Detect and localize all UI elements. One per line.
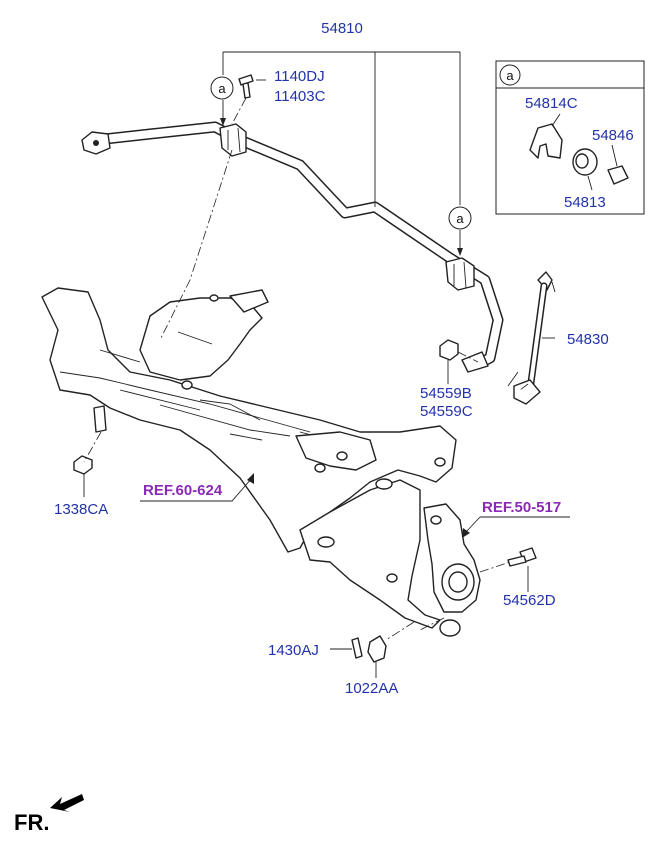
label-ref-60-624: REF.60-624	[143, 482, 223, 499]
label-54559B: 54559B	[420, 385, 472, 402]
label-54813: 54813	[564, 194, 606, 211]
svg-text:a: a	[456, 211, 464, 226]
leader-54810	[222, 51, 461, 207]
steering-knuckle	[423, 503, 481, 637]
label-54559C: 54559C	[420, 403, 473, 420]
label-54846: 54846	[592, 127, 634, 144]
callout-a-left: a	[210, 76, 234, 100]
bolt-icon	[507, 547, 537, 567]
front-label: FR.	[14, 810, 49, 835]
stabilizer-link	[507, 271, 556, 405]
svg-text:a: a	[218, 81, 226, 96]
label-54830: 54830	[567, 331, 609, 348]
castle-nut-icon	[367, 635, 387, 663]
svg-text:a: a	[506, 68, 514, 83]
stabilizer-bar	[81, 121, 504, 373]
cotter-pin-icon	[351, 637, 363, 659]
nut-icon	[73, 455, 93, 475]
subframe	[41, 287, 457, 553]
label-1022AA: 1022AA	[345, 680, 398, 697]
label-ref-50-517: REF.50-517	[482, 499, 561, 516]
label-54562D: 54562D	[503, 592, 556, 609]
nut-icon	[439, 339, 479, 363]
label-54814C: 54814C	[525, 95, 578, 112]
callout-a-right: a	[448, 206, 472, 230]
leader-ref-60-624	[140, 477, 253, 502]
label-11403C: 11403C	[274, 88, 326, 105]
bar-bushing-right	[445, 257, 475, 291]
label-54810: 54810	[321, 20, 363, 37]
bolt-icon	[238, 74, 254, 99]
label-1338CA: 1338CA	[54, 501, 108, 518]
arrow-icon	[50, 794, 84, 812]
lower-control-arm	[299, 478, 441, 629]
detail-inset: a	[495, 60, 645, 215]
bar-bushing-left	[219, 123, 247, 157]
label-1140DJ: 1140DJ	[274, 68, 325, 85]
label-1430AJ: 1430AJ	[268, 642, 319, 659]
leader-ref-50-517	[465, 516, 570, 533]
front-direction-indicator: FR.	[14, 794, 84, 835]
